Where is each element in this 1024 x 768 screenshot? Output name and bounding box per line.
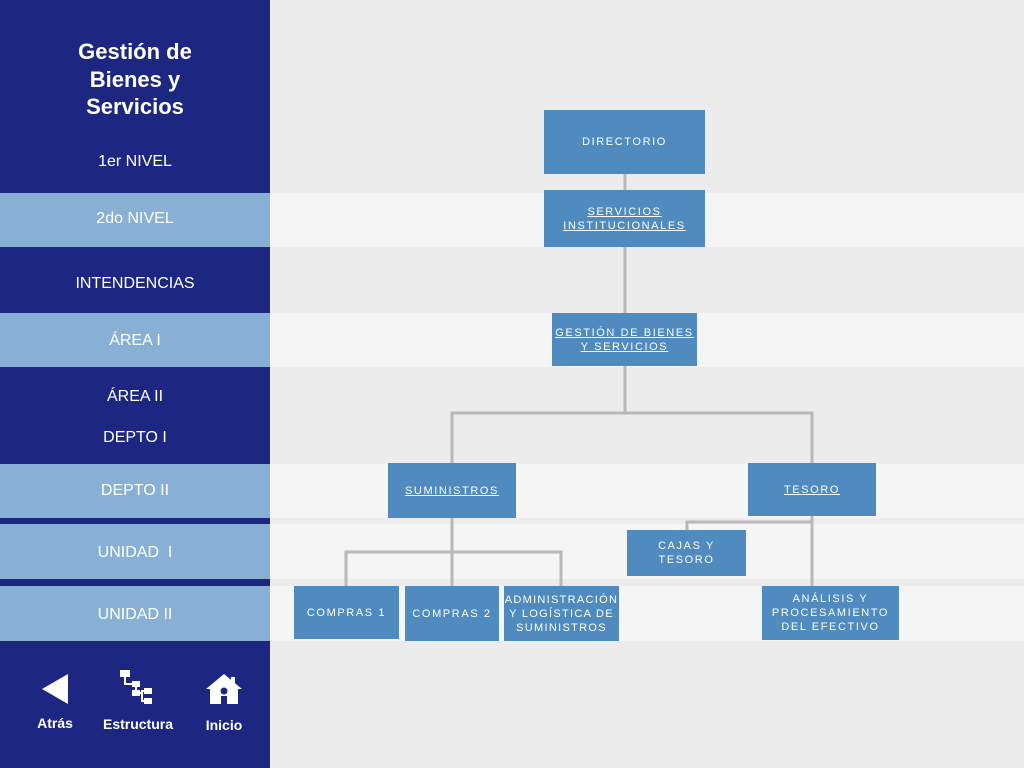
sidebar-band-2do [0,193,270,247]
home-label: Inicio [205,717,243,733]
level-2do-nivel: 2do NIVEL [96,210,174,227]
sidebar-title-line-3: Servicios [86,94,184,119]
level-depto-ii: DEPTO II [100,482,170,499]
home-button[interactable]: Inicio [198,672,250,733]
node-suministros[interactable]: SUMINISTROS [388,463,516,518]
node-administracion-line-1: ADMINISTRACIÓN [504,593,619,606]
node-compras-1-label: COMPRAS 1 [306,606,387,619]
node-gestion-line-1: GESTIÓN DE BIENES [555,326,694,339]
node-tesoro-label: TESORO [783,483,841,496]
node-gestion-bienes[interactable]: GESTIÓN DE BIENES Y SERVICIOS [552,313,697,366]
node-analisis-line-3: DEL EFECTIVO [781,621,880,633]
sidebar: Gestión de Bienes y Servicios 1er NIVEL … [0,0,270,768]
structure-button[interactable]: Estructura [96,668,180,732]
connector-branch-top [450,411,814,463]
level-unidad-i: UNIDAD I [97,544,173,561]
sidebar-band-unidad-i [0,524,270,579]
node-directorio[interactable]: DIRECTORIO [544,110,705,174]
node-compras-2-label: COMPRAS 2 [412,607,492,620]
node-servicios-line-1: SERVICIOS [587,205,662,218]
node-cajas-tesoro[interactable]: CAJAS Y TESORO [627,530,746,576]
structure-label: Estructura [102,716,174,732]
level-1er-nivel: 1er NIVEL [98,153,172,170]
level-unidad-ii: UNIDAD II [97,606,173,623]
level-depto-i: DEPTO I [103,429,167,446]
node-suministros-label: SUMINISTROS [405,484,499,497]
level-intendencias: INTENDENCIAS [75,275,195,292]
node-analisis-line-2: PROCESAMIENTO [771,607,890,619]
back-label: Atrás [37,715,73,731]
sidebar-band-unidad-ii [0,586,270,641]
sidebar-title-line-1: Gestión de [78,39,192,64]
triangle-left-icon [42,674,68,704]
level-area-i: ÁREA I [109,332,161,349]
node-compras-2[interactable]: COMPRAS 2 [405,586,499,641]
node-analisis[interactable]: ANÁLISIS Y PROCESAMIENTO DEL EFECTIVO [762,586,899,640]
node-tesoro[interactable]: TESORO [748,463,876,516]
sidebar-band-depto-ii [0,464,270,518]
node-analisis-line-1: ANÁLISIS Y [792,593,869,605]
node-administracion[interactable]: ADMINISTRACIÓN Y LOGÍSTICA DE SUMINISTRO… [504,586,619,641]
node-directorio-label: DIRECTORIO [582,136,667,148]
node-administracion-line-2: Y LOGÍSTICA DE [509,607,614,620]
connector-tesoro-cajas [685,520,812,530]
node-servicios-institucionales[interactable]: SERVICIOS INSTITUCIONALES [544,190,705,247]
node-compras-1[interactable]: COMPRAS 1 [294,586,399,639]
node-cajas-line-1: CAJAS Y [658,540,715,552]
sidebar-title-line-2: Bienes y [89,66,181,92]
level-area-ii: ÁREA II [106,388,164,405]
node-cajas-line-2: TESORO [658,554,715,566]
house-icon [206,674,242,704]
sidebar-band-area-i [0,313,270,367]
back-button[interactable]: Atrás [30,672,80,731]
node-administracion-line-3: SUMINISTROS [516,621,607,634]
sidebar-title: Gestión de Bienes y Servicios [0,38,270,121]
node-gestion-line-2: Y SERVICIOS [580,340,669,353]
org-chart-icon [120,670,152,704]
node-servicios-line-2: INSTITUCIONALES [563,219,686,232]
